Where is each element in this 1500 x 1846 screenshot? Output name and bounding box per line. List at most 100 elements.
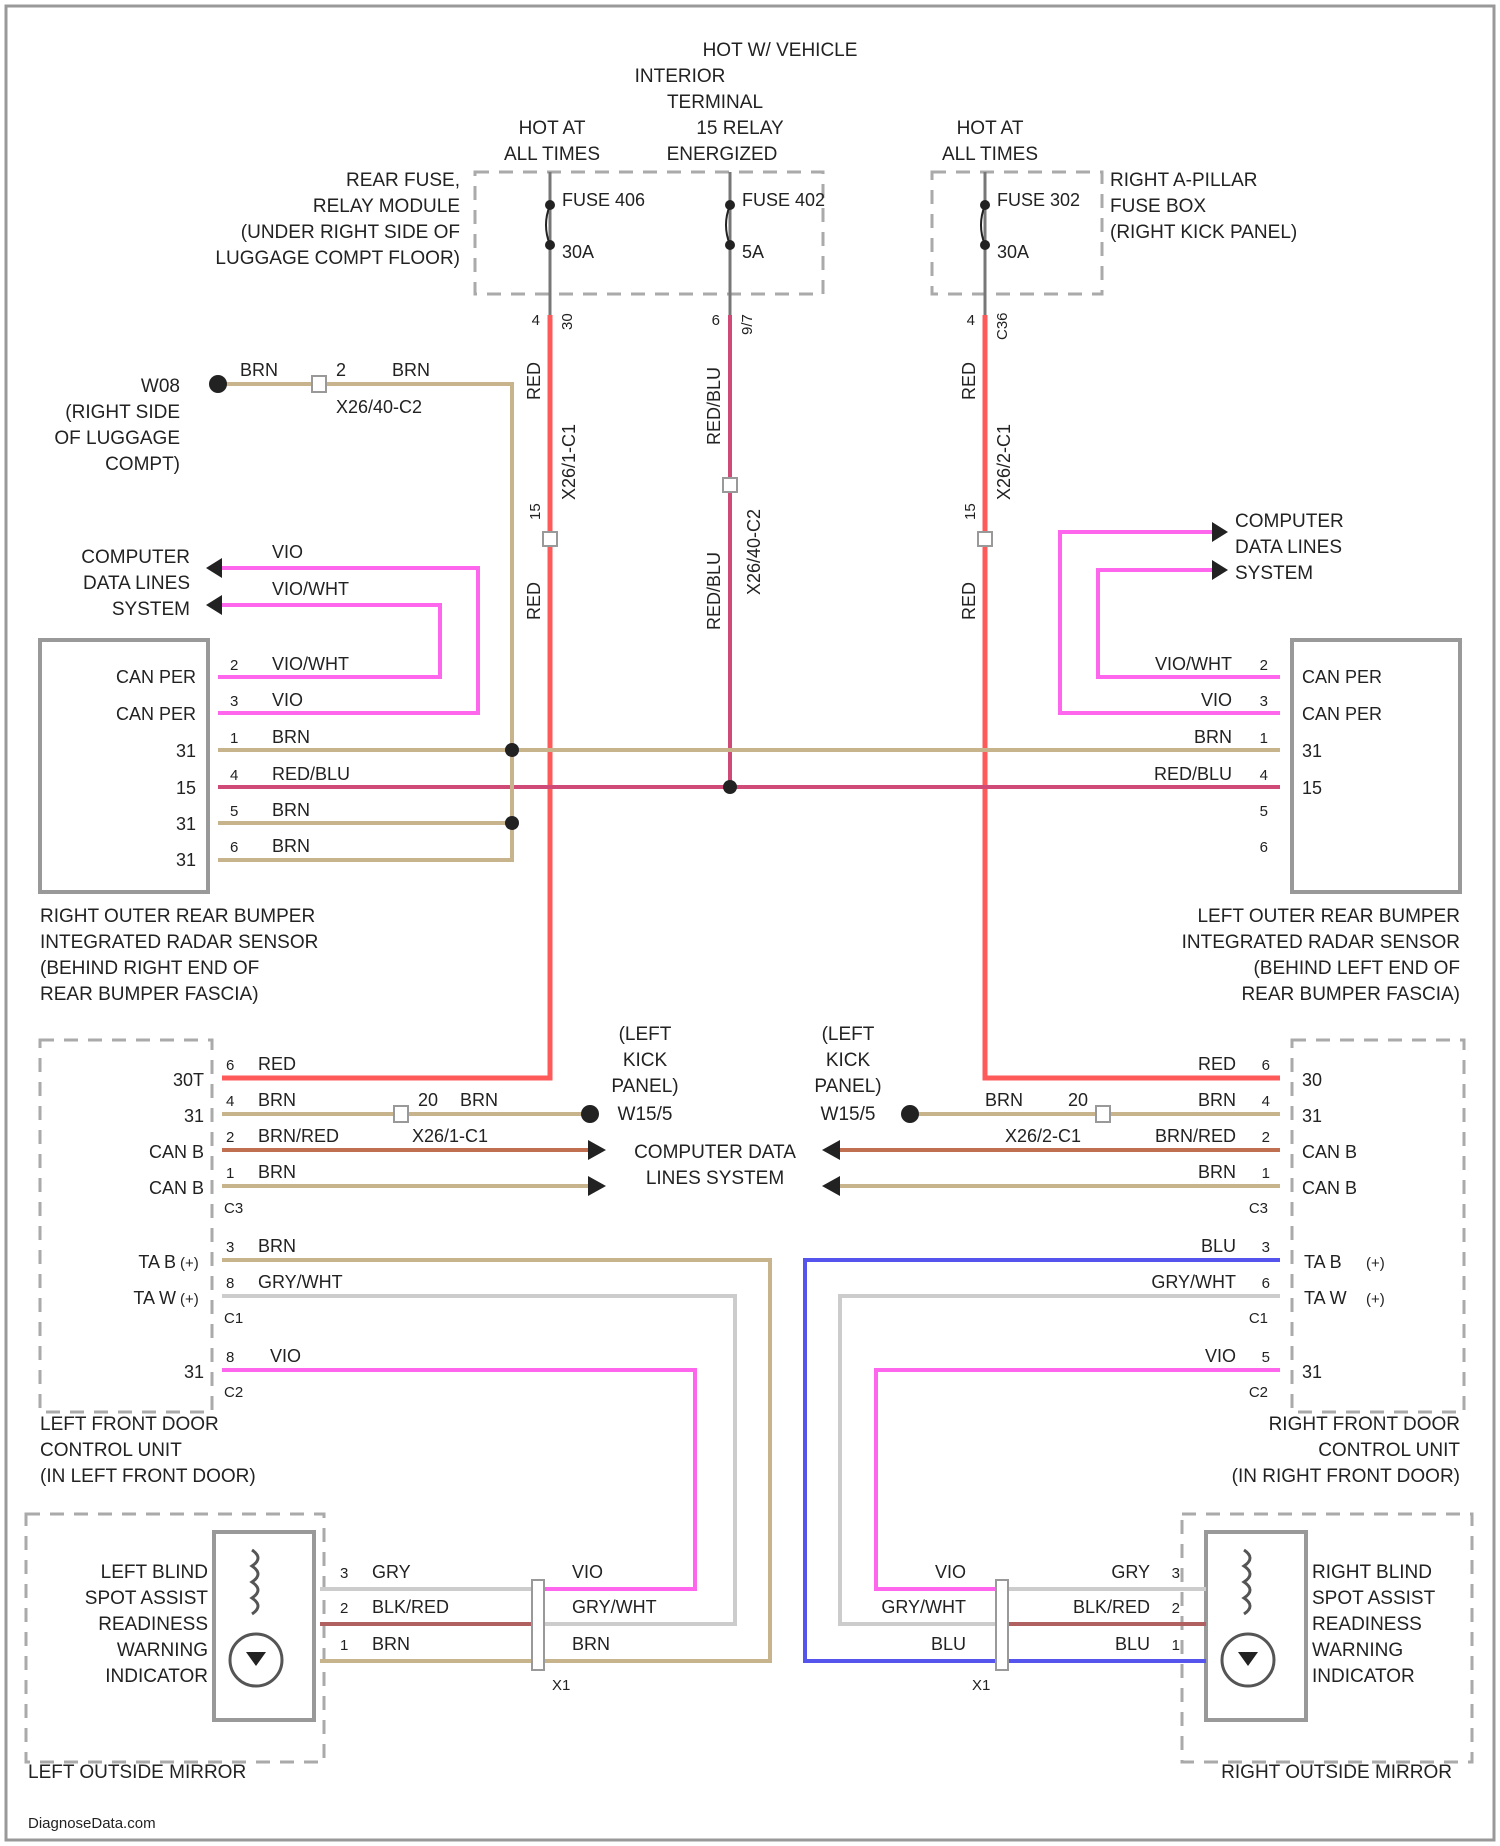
ld-can-arrow-2 <box>588 1176 606 1196</box>
rd-row-pin-4: 1 <box>1262 1165 1270 1182</box>
rear-fuse-box-label-1: REAR FUSE, <box>346 170 460 191</box>
rs-pin-name-3: 31 <box>176 741 196 761</box>
lk-conn: X26/1-C1 <box>412 1126 488 1146</box>
rd-ta-name-2: TA W <box>1304 1288 1347 1308</box>
rd-c2: C2 <box>1249 1384 1268 1401</box>
cdl-left-label-2: DATA LINES <box>83 573 190 594</box>
rk-label-4: W15/5 <box>821 1104 876 1125</box>
vio-wire-left-sensor <box>1060 532 1280 713</box>
ld-row-wire-3: BRN/RED <box>258 1126 339 1146</box>
ld-bsa-wire: VIO <box>270 1346 301 1366</box>
hot-in-vehicle-label-5: ENERGIZED <box>667 144 778 165</box>
rm-ind-4: WARNING <box>1312 1640 1403 1661</box>
rs-wire-2: VIO <box>272 690 303 710</box>
hot-at-all-times-1a: HOT AT <box>519 118 586 139</box>
cdl-left-label-3: SYSTEM <box>112 599 190 620</box>
hot-in-vehicle-label-3: TERMINAL <box>667 92 763 113</box>
rear-fuse-box-label-4: LUGGAGE COMPT FLOOR) <box>215 248 460 269</box>
lm-wire-3: BRN <box>372 1634 410 1654</box>
ls-pin-1: 2 <box>1260 657 1268 674</box>
lk-label-2: KICK <box>623 1050 668 1071</box>
ld-ta-pin-2: 8 <box>226 1275 234 1292</box>
fuse-302: FUSE 302 30A 4 C36 <box>967 172 1080 340</box>
hot-in-vehicle-label-2: INTERIOR <box>635 66 726 87</box>
right-sensor-caption-4: REAR BUMPER FASCIA) <box>40 984 259 1005</box>
rd-c3: C3 <box>1249 1200 1268 1217</box>
rk-label-1: (LEFT <box>822 1024 875 1045</box>
right-outside-mirror-box <box>1182 1514 1472 1762</box>
lm-wire-1: GRY <box>372 1562 411 1582</box>
rk-label-2: KICK <box>826 1050 871 1071</box>
lm-door-wire-2: GRY/WHT <box>572 1597 657 1617</box>
left-sensor-caption-4: REAR BUMPER FASCIA) <box>1241 984 1460 1005</box>
w08-connector-label: X26/40-C2 <box>336 397 422 417</box>
rd-bsa-pin: 5 <box>1262 1349 1270 1366</box>
right-sensor-caption-3: (BEHIND RIGHT END OF <box>40 958 259 979</box>
mid-conn-label: X26/40-C2 <box>744 509 764 595</box>
rear-fuse-box-label-3: (UNDER RIGHT SIDE OF <box>241 222 460 243</box>
right-door-rows: 30 31 CAN B CAN B 6 4 2 1 RED BRN BRN/RE… <box>1151 1054 1384 1401</box>
cdl-left-arrow-2 <box>206 595 222 615</box>
ls-pin-name-2: CAN PER <box>1302 704 1382 724</box>
connector-x26-2-c1-top <box>978 532 992 546</box>
fuse-402-term: 9/7 <box>739 314 756 335</box>
rm-wire-2: BLK/RED <box>1073 1597 1150 1617</box>
ls-pin-2: 3 <box>1260 693 1268 710</box>
ld-ta-note-2: (+) <box>180 1291 199 1308</box>
left-mirror-caption: LEFT OUTSIDE MIRROR <box>28 1762 246 1783</box>
lm-conn: X1 <box>552 1677 570 1694</box>
rm-wire-1: GRY <box>1111 1562 1150 1582</box>
cdl-right-label-2: DATA LINES <box>1235 537 1342 558</box>
left-indicator-diode-icon <box>246 1652 266 1666</box>
lm-pin-1: 3 <box>340 1565 348 1582</box>
ground-w08-symbol <box>209 375 227 393</box>
ld-c1: C1 <box>224 1310 243 1327</box>
left-door-caption-1: LEFT FRONT DOOR <box>40 1414 219 1435</box>
lk-label-1: (LEFT <box>619 1024 672 1045</box>
rs-pin-4: 4 <box>230 767 238 784</box>
rs-pin-6: 6 <box>230 839 238 856</box>
right-sensor-caption-2: INTEGRATED RADAR SENSOR <box>40 932 318 953</box>
left-indicator-coil-icon <box>252 1550 258 1614</box>
w08-wire1-label: BRN <box>240 360 278 380</box>
red-right-wire-label: RED <box>959 362 979 400</box>
lm-ind-1: LEFT BLIND <box>101 1562 208 1583</box>
rs-wire-6: BRN <box>272 836 310 856</box>
rm-ind-1: RIGHT BLIND <box>1312 1562 1432 1583</box>
red-right-conn-label: X26/2-C1 <box>994 424 1014 500</box>
rs-pin-2: 3 <box>230 693 238 710</box>
red-left-pin-label: 15 <box>527 503 544 520</box>
red-wire-right <box>985 315 1280 1078</box>
rm-door-wire-3: BLU <box>931 1634 966 1654</box>
ld-vio-wire <box>222 1370 695 1589</box>
rd-can-arrow-2 <box>822 1176 840 1196</box>
rd-x26-2-c1-connector <box>1096 1106 1110 1122</box>
rd-can-arrow-1 <box>822 1140 840 1160</box>
ls-pin-6: 6 <box>1260 839 1268 856</box>
ld-bsa-name: 31 <box>184 1362 204 1382</box>
right-mirror-labels: RIGHT BLIND SPOT ASSIST READINESS WARNIN… <box>1312 1562 1436 1687</box>
ld-c2: C2 <box>224 1384 243 1401</box>
rm-pin-2: 2 <box>1172 1600 1180 1617</box>
fuse-302-term: C36 <box>994 312 1011 340</box>
ground-w08-label-4: COMPT) <box>105 454 180 475</box>
rs-pin-name-2: CAN PER <box>116 704 196 724</box>
rm-x1-connector <box>996 1580 1008 1670</box>
ls-pin-name-4: 15 <box>1302 778 1322 798</box>
ld-ta-note-1: (+) <box>180 1255 199 1272</box>
ground-w08-label-2: (RIGHT SIDE <box>65 402 180 423</box>
rd-row-name-2: 31 <box>1302 1106 1322 1126</box>
rd-ground-w15-5 <box>901 1105 919 1123</box>
rd-row-pin-2: 4 <box>1262 1093 1270 1110</box>
rs-wire-5: BRN <box>272 800 310 820</box>
lm-pin-2: 2 <box>340 1600 348 1617</box>
rm-wire-3: BLU <box>1115 1634 1150 1654</box>
hot-at-all-times-2b: ALL TIMES <box>942 144 1038 165</box>
cdl-right-arrow-2 <box>1212 560 1228 580</box>
left-bsa-indicator-box <box>214 1532 314 1720</box>
left-door-caption-3: (IN LEFT FRONT DOOR) <box>40 1466 256 1487</box>
lm-pin-3: 1 <box>340 1637 348 1654</box>
rd-row-wire-1: RED <box>1198 1054 1236 1074</box>
rd-bsa-wire: VIO <box>1205 1346 1236 1366</box>
rs-pin-name-6: 31 <box>176 850 196 870</box>
